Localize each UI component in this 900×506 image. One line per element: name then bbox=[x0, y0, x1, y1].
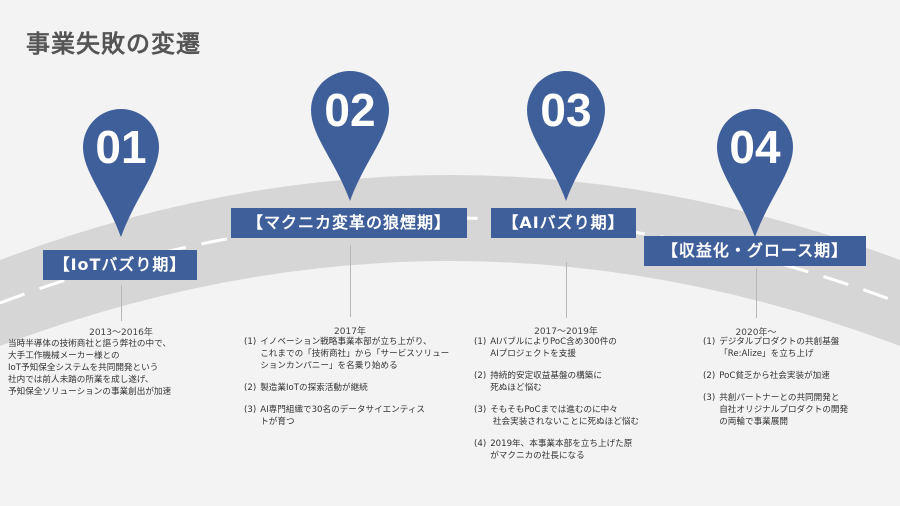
item-text: 2019年、本事業本部を立ち上げた原 がマクニカの社長になる bbox=[490, 439, 633, 461]
item-text: デジタルプロダクトの共創基盤 「Re:Alize」を立ち上げ bbox=[719, 337, 840, 359]
phase-label: 【収益化・グロース期】 bbox=[644, 236, 866, 266]
milestone-number: 04 bbox=[729, 121, 781, 173]
location-pin-icon bbox=[311, 71, 389, 201]
item-text: そもそもPoCまでは進むのに中々 社会実装されないことに死ぬほど悩む bbox=[490, 405, 640, 427]
milestone-description: 当時半導体の技術商社と謳う弊社の中で、 大手工作機械メーカー様との IoT予知保… bbox=[8, 339, 172, 397]
list-item: (2)持続的安定収益基盤の構築に 死ぬほど悩む bbox=[474, 370, 639, 394]
period-label: 2013〜2016年 bbox=[89, 328, 153, 338]
item-number: (3) bbox=[474, 405, 487, 415]
item-text: 製造業IoTの探索活動が継続 bbox=[260, 383, 368, 393]
location-pin-icon bbox=[83, 109, 159, 237]
item-number: (1) bbox=[474, 337, 487, 347]
item-text: 共創パートナーとの共同開発と 自社オリジナルプロダクトの開発 の両輪で事業展開 bbox=[719, 393, 849, 427]
road-band bbox=[0, 175, 900, 346]
location-pin-icon bbox=[527, 71, 605, 201]
connector-line bbox=[756, 268, 757, 318]
page-title: 事業失敗の変遷 bbox=[26, 30, 201, 58]
item-number: (2) bbox=[703, 371, 716, 381]
connector-line bbox=[121, 285, 122, 321]
milestone-number: 03 bbox=[540, 84, 592, 136]
list-item: (2)製造業IoTの探索活動が継続 bbox=[244, 382, 449, 394]
item-text: PoC貧乏から社会実装が加速 bbox=[719, 371, 830, 381]
list-item: (1)デジタルプロダクトの共創基盤 「Re:Alize」を立ち上げ bbox=[703, 336, 848, 360]
milestone-list: (1)デジタルプロダクトの共創基盤 「Re:Alize」を立ち上げ (2)PoC… bbox=[703, 336, 848, 438]
connector-line bbox=[566, 262, 567, 318]
item-text: AIバブルによりPoC含め300件の AIプロジェクトを支援 bbox=[490, 337, 617, 359]
list-item: (3)そもそもPoCまでは進むのに中々 社会実装されないことに死ぬほど悩む bbox=[474, 404, 639, 428]
period-label: 2017年 bbox=[334, 327, 366, 337]
period-label: 2020年〜 bbox=[735, 328, 777, 338]
item-text: イノベーション戦略事業本部が立ち上がり、 これまでの「技術商社」から「サービスソ… bbox=[260, 337, 450, 371]
phase-label: 【マクニカ変革の狼煙期】 bbox=[231, 208, 467, 238]
location-pin-icon bbox=[717, 109, 793, 237]
item-number: (1) bbox=[703, 337, 716, 347]
list-item: (4)2019年、本事業本部を立ち上げた原 がマクニカの社長になる bbox=[474, 438, 639, 462]
list-item: (1)AIバブルによりPoC含め300件の AIプロジェクトを支援 bbox=[474, 336, 639, 360]
milestone-number: 02 bbox=[324, 84, 376, 136]
item-number: (3) bbox=[244, 405, 257, 415]
milestone-list: (1)イノベーション戦略事業本部が立ち上がり、 これまでの「技術商社」から「サー… bbox=[244, 336, 449, 438]
phase-label: 【IoTバズり期】 bbox=[43, 250, 197, 280]
milestone-list: (1)AIバブルによりPoC含め300件の AIプロジェクトを支援 (2)持続的… bbox=[474, 336, 639, 472]
item-number: (1) bbox=[244, 337, 257, 347]
item-number: (2) bbox=[474, 371, 487, 381]
item-text: AI専門組織で30名のデータサイエンティス トが育つ bbox=[260, 405, 426, 427]
period-label: 2017〜2019年 bbox=[534, 327, 598, 337]
list-item: (3)AI専門組織で30名のデータサイエンティス トが育つ bbox=[244, 404, 449, 428]
list-item: (2)PoC貧乏から社会実装が加速 bbox=[703, 370, 848, 382]
list-item: (3)共創パートナーとの共同開発と 自社オリジナルプロダクトの開発 の両輪で事業… bbox=[703, 392, 848, 428]
phase-label: 【AIバズり期】 bbox=[491, 208, 636, 238]
milestone-number: 01 bbox=[95, 121, 147, 173]
item-number: (4) bbox=[474, 439, 487, 449]
list-item: (1)イノベーション戦略事業本部が立ち上がり、 これまでの「技術商社」から「サー… bbox=[244, 336, 449, 372]
item-number: (3) bbox=[703, 393, 716, 403]
connector-line bbox=[350, 245, 351, 317]
item-text: 持続的安定収益基盤の構築に 死ぬほど悩む bbox=[490, 371, 602, 393]
item-number: (2) bbox=[244, 383, 257, 393]
